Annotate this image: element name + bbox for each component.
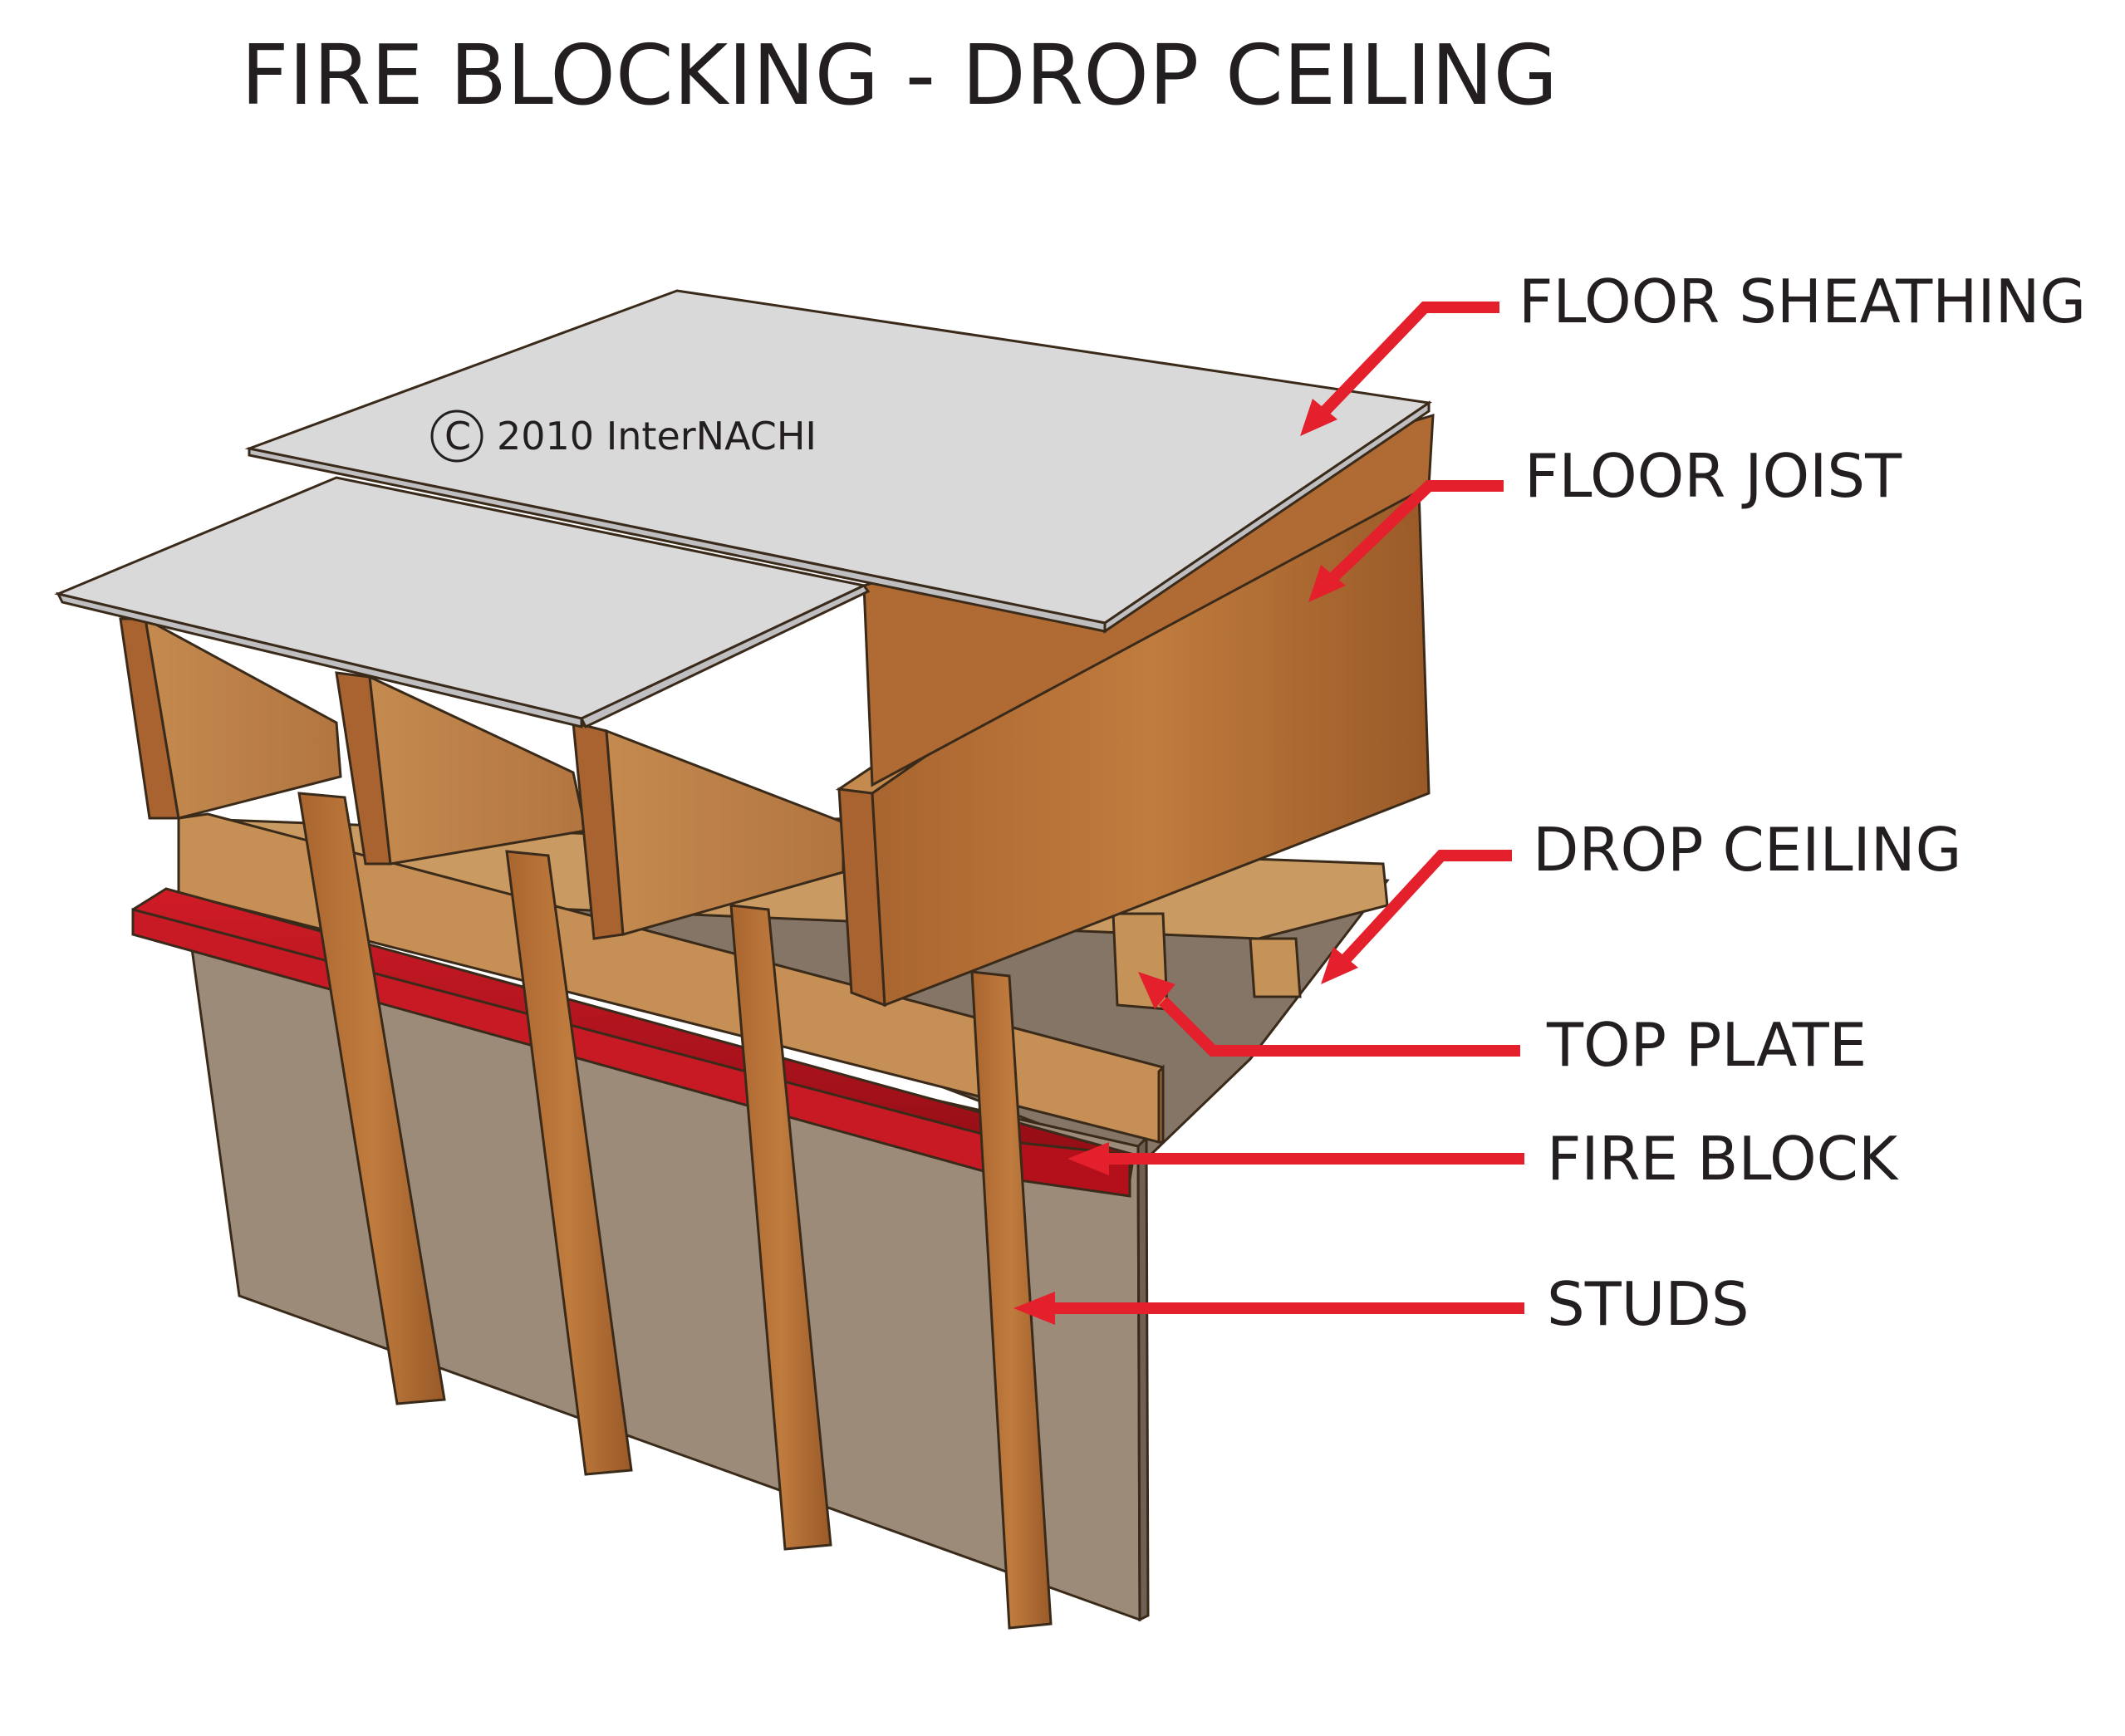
- studs: [297, 792, 1053, 1630]
- stud: [297, 792, 446, 1405]
- arrow-top-plate: [1138, 972, 1520, 1057]
- label-top-plate: TOP PLATE: [1546, 1010, 1867, 1080]
- label-studs: STUDS: [1547, 1269, 1750, 1339]
- floor-joist: [119, 616, 342, 820]
- arrow-studs: [1013, 1292, 1524, 1325]
- diagram-title: FIRE BLOCKING - DROP CEILING: [241, 27, 1558, 124]
- top-plate: [177, 812, 1165, 1144]
- copyright-mark: C 2010 InterNACHI: [430, 409, 817, 463]
- label-floor-sheathing: FLOOR SHEATHING: [1519, 267, 2086, 336]
- copyright-symbol-circle: [430, 409, 483, 463]
- stud: [729, 904, 832, 1551]
- stud: [970, 970, 1053, 1630]
- arrow-floor-sheathing: [1300, 302, 1499, 436]
- label-fire-block: FIRE BLOCK: [1547, 1124, 1899, 1194]
- copyright-symbol: C: [444, 414, 471, 459]
- label-drop-ceiling: DROP CEILING: [1533, 815, 1961, 885]
- label-floor-joist: FLOOR JOIST: [1524, 441, 1902, 511]
- arrow-floor-joist: [1308, 480, 1504, 602]
- callout-arrows: [1013, 302, 1524, 1325]
- copyright-text: 2010 InterNACHI: [497, 414, 817, 459]
- stud: [505, 850, 633, 1476]
- arrow-drop-ceiling: [1321, 850, 1512, 984]
- arrow-fire-block: [1067, 1142, 1524, 1175]
- floor-sheathing: [54, 289, 1433, 728]
